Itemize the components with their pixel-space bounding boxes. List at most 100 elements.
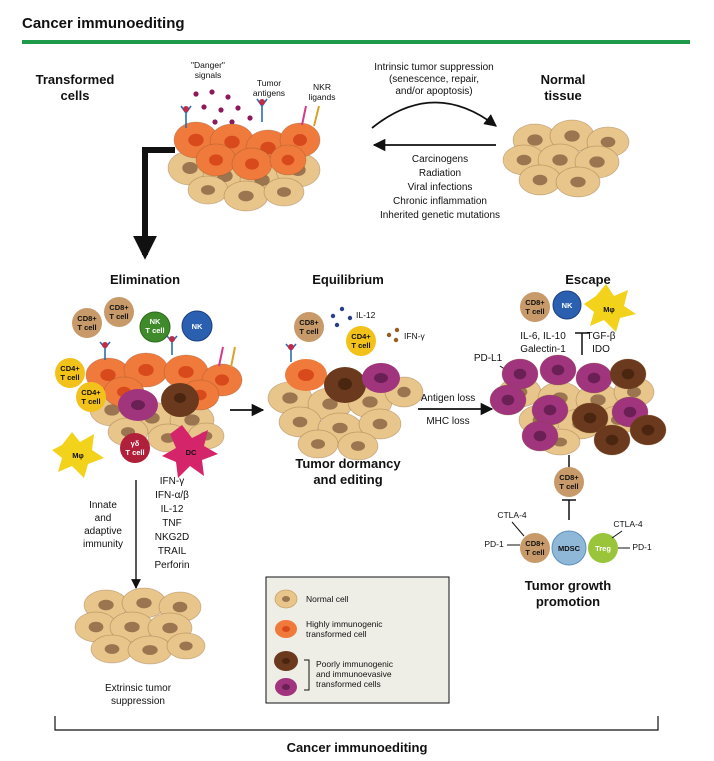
diagram-title: Cancer immunoediting xyxy=(22,15,185,32)
immunity-line-4: immunity xyxy=(83,539,123,550)
intrinsic-line-2: (senescence, repair, xyxy=(389,74,479,85)
intrinsic-arrow xyxy=(371,101,497,129)
elimination-cd4-cell-1: CD4+ T cell xyxy=(55,358,85,388)
normal-cell xyxy=(166,632,206,660)
immunoevasive-cell xyxy=(501,358,539,390)
normal-cell xyxy=(223,180,269,212)
svg-text:CD8+: CD8+ xyxy=(525,539,545,548)
ctla4-left-label: CTLA-4 xyxy=(497,510,527,520)
legend-normal: Normal cell xyxy=(306,594,349,604)
ctla4-right-label: CTLA-4 xyxy=(613,519,643,529)
danger-label-2: signals xyxy=(195,70,221,80)
legend-high-2: transformed cell xyxy=(306,629,367,639)
poorly-immunogenic-cell xyxy=(609,358,647,390)
immunoevasive-cell xyxy=(575,362,613,394)
mediator-tnf: TNF xyxy=(162,518,181,529)
cause-inherited: Inherited genetic mutations xyxy=(380,210,500,221)
poorly-immunogenic-cell xyxy=(593,424,631,456)
nkr-label-1: NKR xyxy=(313,82,331,92)
legend-poor-1: Poorly immunogenic xyxy=(316,659,394,669)
svg-text:T cell: T cell xyxy=(81,397,100,406)
pd1-left-label: PD-1 xyxy=(484,539,504,549)
elimination-nk-cell: NK xyxy=(181,310,213,342)
mediator-ifn-gamma: IFN-γ xyxy=(160,476,184,487)
immunity-line-2: and xyxy=(95,513,112,524)
intrinsic-line-3: and/or apoptosis) xyxy=(395,86,472,97)
legend-high-1: Highly immunogenic xyxy=(306,619,383,629)
svg-text:T cell: T cell xyxy=(109,312,128,321)
svg-text:NK: NK xyxy=(192,322,203,331)
escape-inhibition-bar xyxy=(575,332,589,355)
mhc-loss-label: MHC loss xyxy=(426,416,469,427)
svg-text:Treg: Treg xyxy=(595,544,611,553)
intrinsic-line-1: Intrinsic tumor suppression xyxy=(374,62,494,73)
transformed-label-1: Transformed xyxy=(36,72,115,87)
danger-signal-dots xyxy=(193,89,253,125)
normal-cell xyxy=(518,164,562,196)
mediator-perforin: Perforin xyxy=(154,560,189,571)
escape-il6-label: IL-6, IL-10 xyxy=(520,331,566,342)
transformed-cell-cluster xyxy=(167,98,321,212)
elimination-macrophage: Mφ xyxy=(52,432,104,478)
transformed-cell xyxy=(195,143,237,177)
normal-cell xyxy=(263,177,305,207)
svg-text:T cell: T cell xyxy=(299,327,318,336)
svg-text:CD8+: CD8+ xyxy=(299,318,319,327)
cause-inflammation: Chronic inflammation xyxy=(393,196,487,207)
footer-label: Cancer immunoediting xyxy=(287,740,428,755)
normal-cell xyxy=(337,431,379,461)
escape-pdl1-label: PD-L1 xyxy=(474,353,503,364)
svg-text:CD8+: CD8+ xyxy=(109,303,129,312)
progression-arrow xyxy=(133,147,175,260)
extrinsic-normal-cluster xyxy=(74,587,206,665)
escape-macrophage: Mφ xyxy=(584,284,636,332)
elimination-cd4-cell-2: CD4+ T cell xyxy=(76,382,106,412)
elimination-cd8-cell-2: CD8+ T cell xyxy=(104,297,134,327)
pd1-right-label: PD-1 xyxy=(632,542,652,552)
escape-cd8-cell: CD8+ T cell xyxy=(520,292,550,322)
antigens-label-1: Tumor xyxy=(257,78,281,88)
svg-text:T cell: T cell xyxy=(145,326,164,335)
elimination-gd-t-cell: γδ T cell xyxy=(120,433,150,463)
immunity-line-3: adaptive xyxy=(84,526,122,537)
normal-tissue-label-2: tissue xyxy=(544,88,582,103)
poorly-immunogenic-cell xyxy=(571,402,609,434)
svg-text:CD4+: CD4+ xyxy=(351,332,371,341)
equilibrium-tumor-cluster xyxy=(267,343,424,461)
normal-cell xyxy=(555,166,601,198)
immunoevasive-cell xyxy=(531,394,569,426)
mediator-nkg2d: NKG2D xyxy=(155,532,189,543)
escape-tumor-cluster xyxy=(489,354,667,456)
normal-cell xyxy=(127,635,173,665)
svg-text:NK: NK xyxy=(150,317,161,326)
svg-text:CD8+: CD8+ xyxy=(559,473,579,482)
equilibrium-il12-dots xyxy=(330,306,353,328)
mediator-trail: TRAIL xyxy=(158,546,187,557)
poorly-immunogenic-cell xyxy=(629,414,667,446)
promotion-line-1: Tumor growth xyxy=(525,578,611,593)
normal-cell xyxy=(358,408,402,440)
svg-text:T cell: T cell xyxy=(60,373,79,382)
immunity-line-1: Innate xyxy=(89,500,117,511)
elimination-label: Elimination xyxy=(110,272,180,287)
transformed-cell xyxy=(269,144,307,176)
immunoevasive-cell xyxy=(489,384,527,416)
cause-carcinogens: Carcinogens xyxy=(412,154,468,165)
extrinsic-line-1: Extrinsic tumor xyxy=(105,683,172,694)
dormancy-line-2: and editing xyxy=(313,472,382,487)
antigens-label-2: antigens xyxy=(253,88,285,98)
ctla4-left-pointer xyxy=(511,521,525,537)
title-rule xyxy=(22,40,690,44)
svg-text:NK: NK xyxy=(562,301,573,310)
danger-label-1: "Danger" xyxy=(191,60,225,70)
transformed-label-2: cells xyxy=(61,88,90,103)
mediator-ifn-ab: IFN-α/β xyxy=(155,490,189,501)
dormancy-line-1: Tumor dormancy xyxy=(295,456,401,471)
svg-text:CD8+: CD8+ xyxy=(525,298,545,307)
normal-cell xyxy=(278,406,322,438)
equilibrium-ifn-dots xyxy=(386,327,400,343)
svg-text:T cell: T cell xyxy=(559,482,578,491)
footer-bracket xyxy=(54,716,659,731)
legend-poor-2: and immunoevasive xyxy=(316,669,392,679)
